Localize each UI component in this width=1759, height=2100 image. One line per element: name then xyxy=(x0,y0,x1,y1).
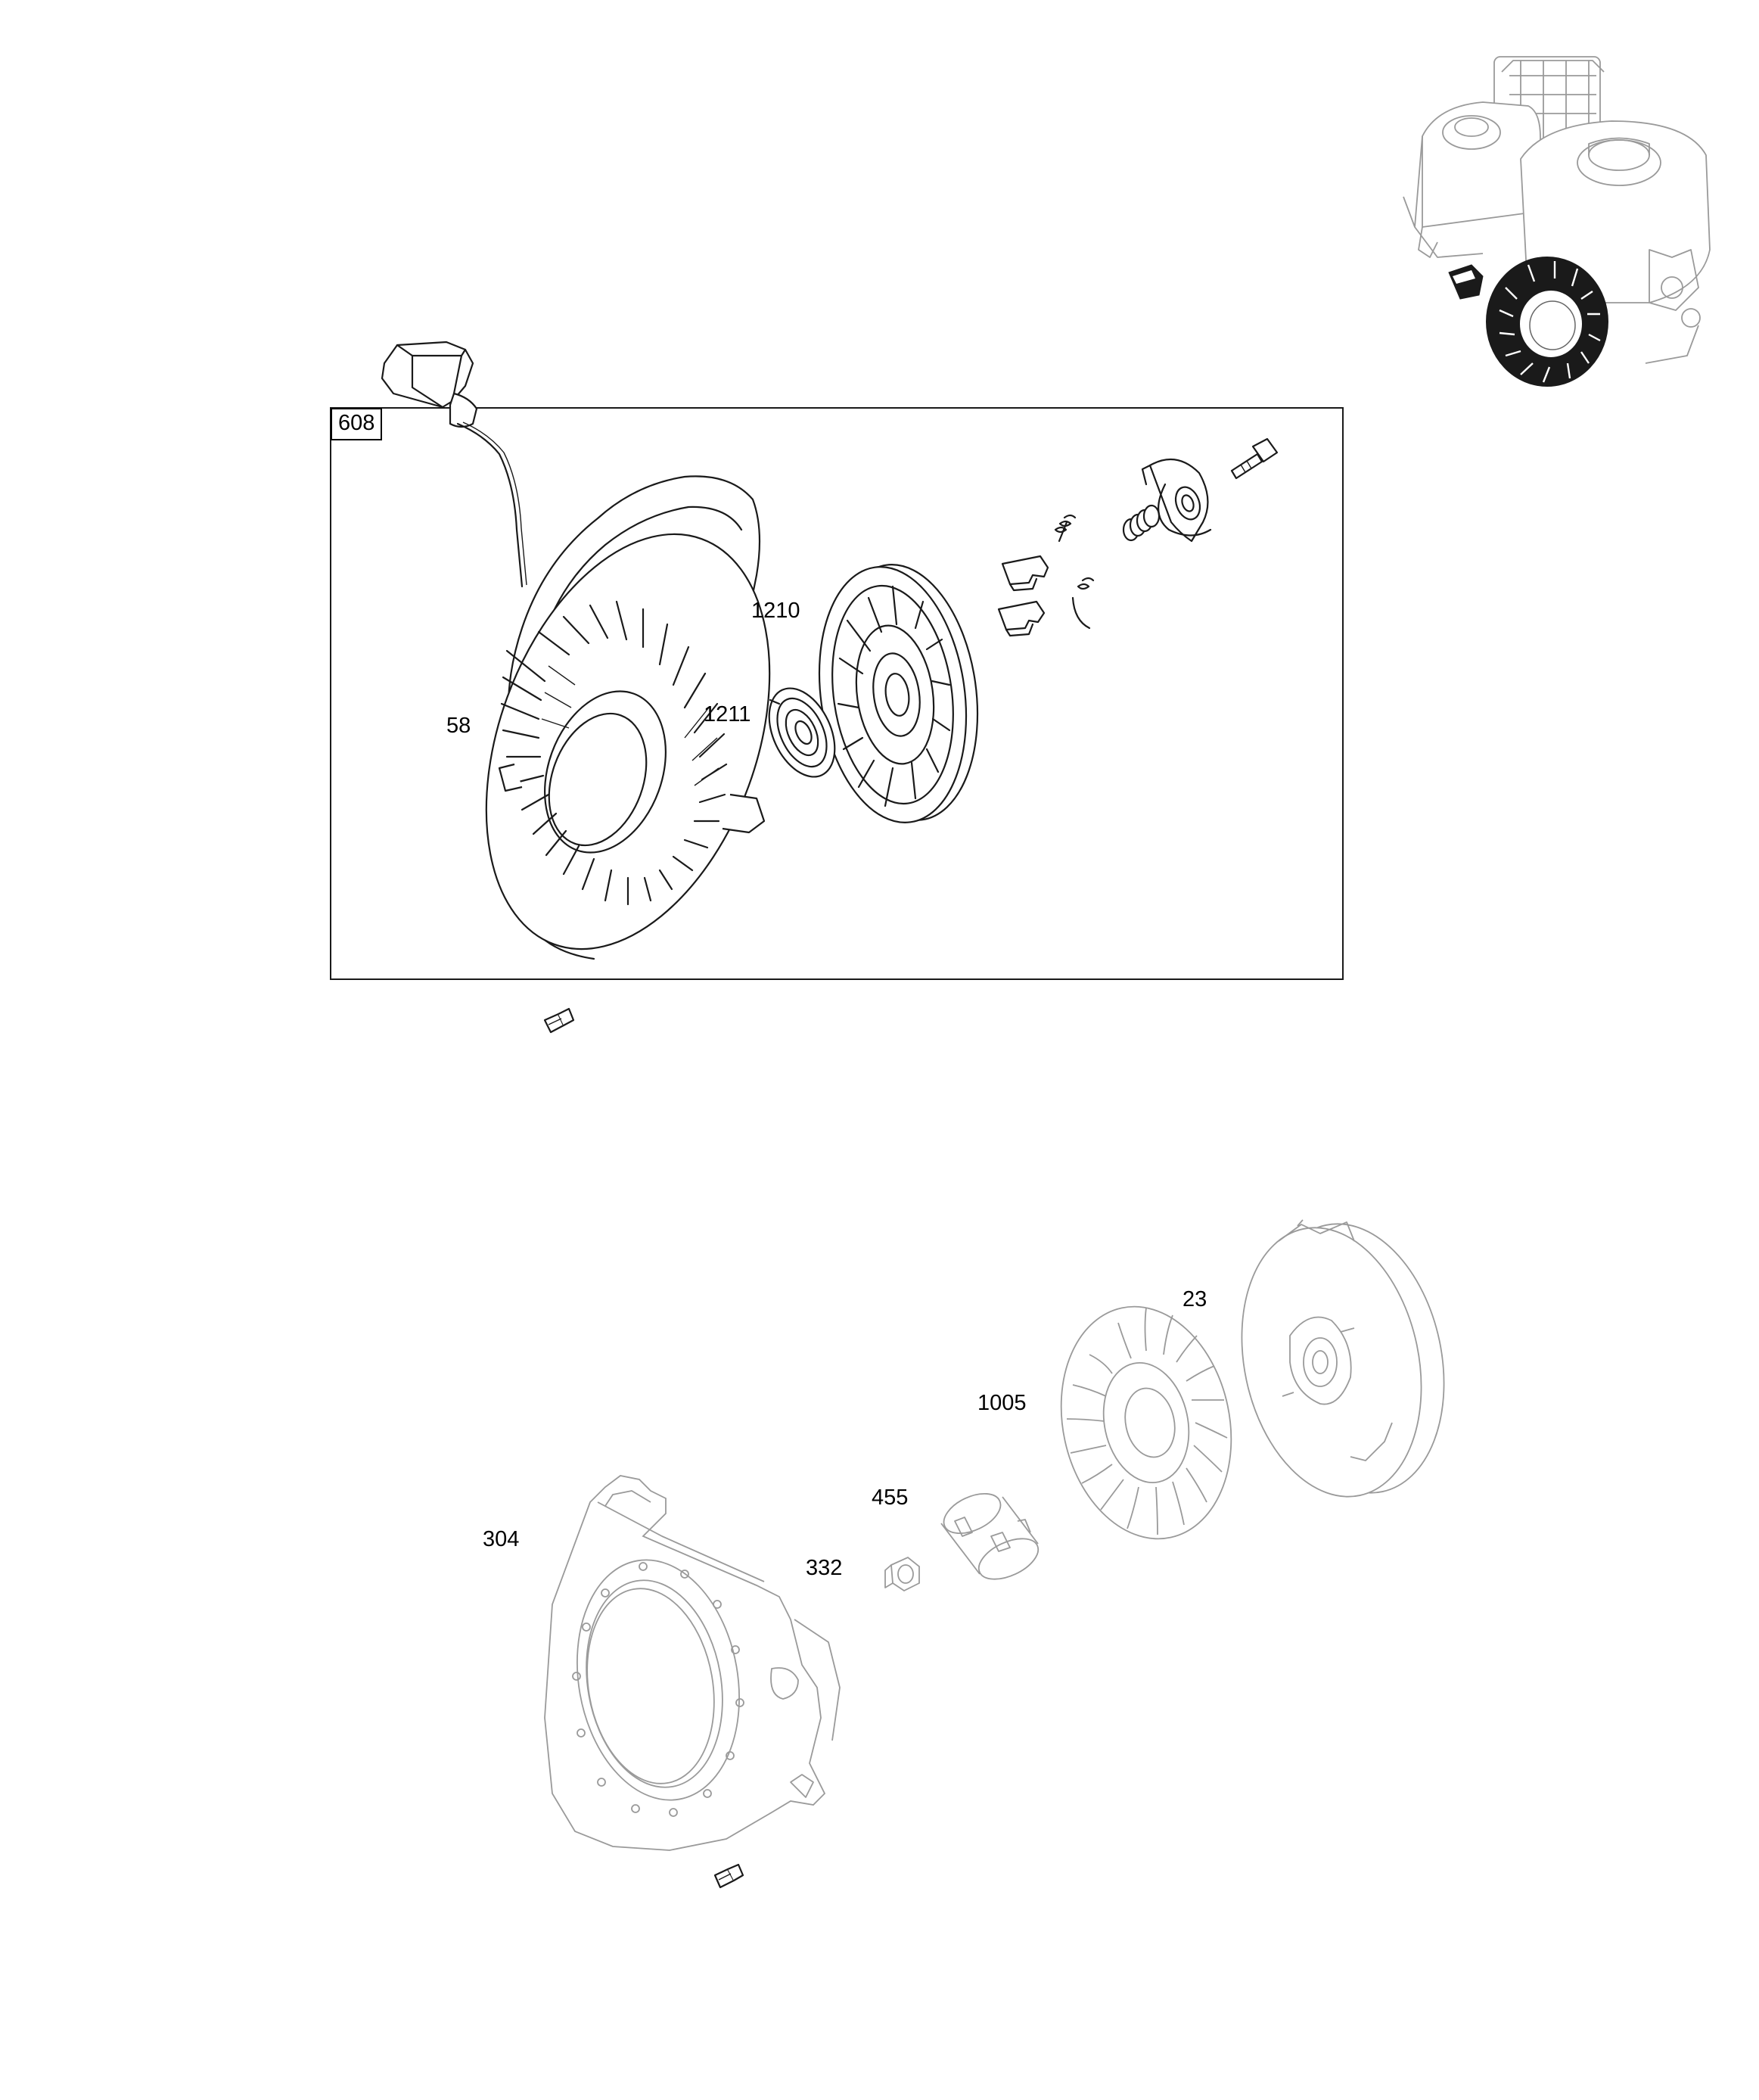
part-label-1211: 1211 xyxy=(704,702,751,726)
part-label-58: 58 xyxy=(446,714,471,738)
blower-housing-icon xyxy=(544,1475,841,1851)
spring-icon xyxy=(1122,504,1161,542)
screw-icon xyxy=(713,1863,744,1889)
part-label-304: 304 xyxy=(483,1527,520,1551)
kit-callout-608: 608 xyxy=(331,408,383,440)
flywheel-nut-icon xyxy=(884,1556,920,1592)
part-label-1210: 1210 xyxy=(751,599,800,623)
recoil-starter-housing-icon xyxy=(485,475,771,960)
rope-pulley-icon xyxy=(818,564,979,823)
starter-handle-icon xyxy=(381,341,527,588)
cooling-fan-icon xyxy=(1060,1305,1232,1540)
part-label-332: 332 xyxy=(806,1556,843,1580)
pawl-set-icon xyxy=(997,514,1095,637)
starter-cup-icon xyxy=(938,1453,1040,1580)
part-label-455: 455 xyxy=(872,1486,909,1510)
recoil-spring-icon xyxy=(768,687,836,778)
part-label-1005: 1005 xyxy=(977,1391,1027,1415)
bolt-icon xyxy=(1230,437,1279,480)
part-label-23: 23 xyxy=(1183,1287,1207,1311)
screw-icon xyxy=(543,1007,575,1034)
kit-box-608 xyxy=(330,407,1344,980)
flywheel-icon xyxy=(1241,1219,1445,1498)
engine-locator-icon xyxy=(1403,56,1711,387)
retainer-icon xyxy=(1141,458,1212,543)
